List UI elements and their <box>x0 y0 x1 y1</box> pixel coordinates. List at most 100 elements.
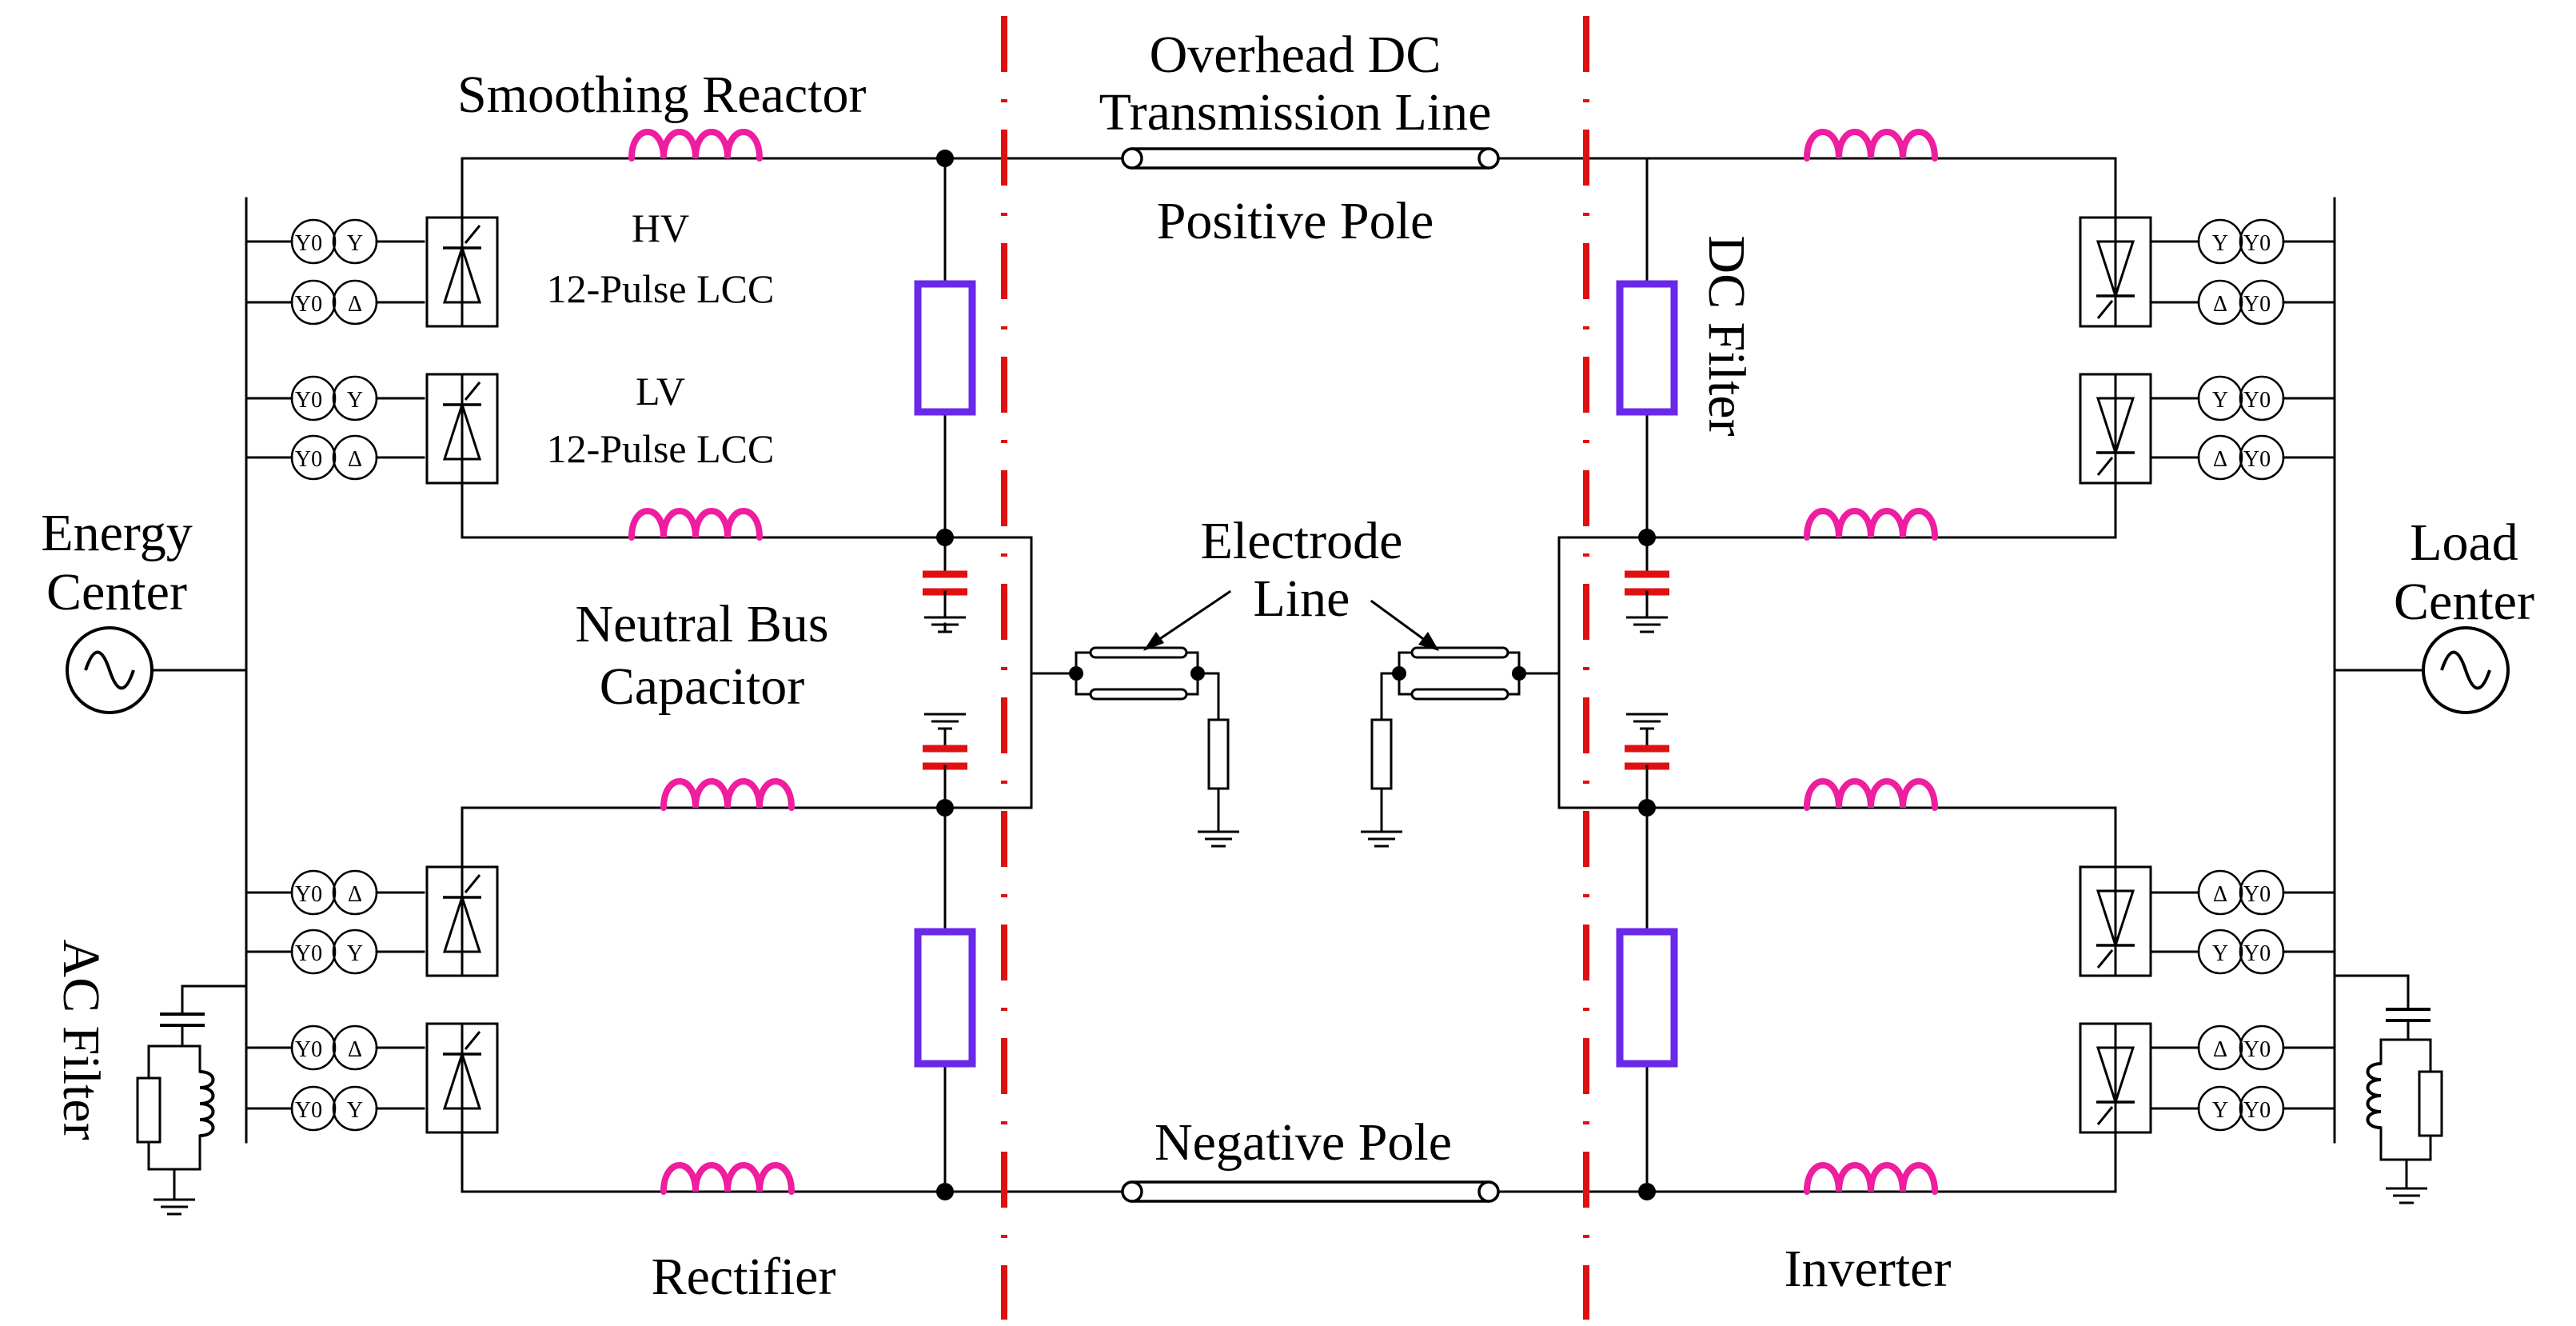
transformer-icon: Y Y0 <box>2149 929 2336 975</box>
svg-text:Δ: Δ <box>2213 1037 2227 1062</box>
overhead-line-label-2: Transmission Line <box>1099 83 1492 142</box>
smoothing-reactor-label: Smoothing Reactor <box>457 66 866 124</box>
transformer-icon: Δ Y0 <box>2149 279 2336 326</box>
transformer-icon: Y0 Y <box>245 1085 425 1132</box>
svg-text:Y: Y <box>2212 1098 2228 1123</box>
svg-text:Y: Y <box>2212 941 2228 966</box>
svg-text:Y0: Y0 <box>2243 941 2271 966</box>
transformer-icon: Y0 Δ <box>245 279 425 326</box>
smoothing-reactor-icon <box>1804 508 1938 541</box>
hv-lcc-label: 12-Pulse LCC <box>547 266 775 311</box>
positive-pole-line <box>1121 147 1500 170</box>
svg-text:Δ: Δ <box>348 447 362 472</box>
ground-icon <box>1625 616 1669 633</box>
thyristor-valve-icon <box>425 1022 499 1134</box>
transformer-icon: Y0 Δ <box>245 869 425 916</box>
load-center-label-2: Center <box>2394 573 2534 631</box>
svg-text:Δ: Δ <box>2213 292 2227 317</box>
electrode-line-inverter <box>1359 646 1561 848</box>
ground-icon <box>1196 830 1241 848</box>
negative-pole-line <box>1121 1180 1500 1203</box>
svg-text:Y0: Y0 <box>2243 882 2271 907</box>
transformer-icon: Y Y0 <box>2149 1085 2336 1132</box>
svg-text:Δ: Δ <box>348 1037 362 1062</box>
thyristor-valve-icon <box>425 216 499 328</box>
svg-text:Y0: Y0 <box>2243 1098 2271 1123</box>
smoothing-reactor-icon <box>660 1162 795 1195</box>
dc-filter-icon <box>1616 928 1678 1068</box>
thyristor-valve-icon <box>2079 373 2152 485</box>
ground-icon <box>1359 830 1404 848</box>
lv-label: LV <box>636 369 685 413</box>
electrode-line-label: Electrode <box>1201 512 1403 570</box>
transformer-icon: Y0 Δ <box>245 434 425 481</box>
thyristor-valve-icon <box>2079 1022 2152 1134</box>
ground-icon <box>1625 713 1669 730</box>
svg-text:Δ: Δ <box>348 882 362 907</box>
svg-text:Y: Y <box>2212 231 2228 256</box>
hv-label: HV <box>632 206 689 250</box>
rectifier-lower-converters: Y0 Δ Y0 Y Y0 Δ Y0 Y <box>245 806 499 1193</box>
lv-lcc-label: 12-Pulse LCC <box>547 426 775 471</box>
svg-text:Y0: Y0 <box>295 388 322 413</box>
svg-text:Y: Y <box>347 388 363 413</box>
dc-filter-icon <box>1616 280 1678 416</box>
ground-icon <box>923 713 967 730</box>
inverter-lower-converters: Δ Y0 Y Y0 Δ Y0 Y Y0 <box>2079 806 2336 1193</box>
svg-text:Y0: Y0 <box>2243 1037 2271 1062</box>
negative-pole-label: Negative Pole <box>1154 1113 1452 1172</box>
thyristor-valve-icon <box>2079 216 2152 328</box>
svg-text:Y0: Y0 <box>295 292 322 317</box>
thyristor-valve-icon <box>425 373 499 485</box>
dc-filter-icon <box>914 280 976 416</box>
svg-text:Δ: Δ <box>2213 882 2227 907</box>
svg-text:Y0: Y0 <box>295 447 322 472</box>
thyristor-valve-icon <box>2079 865 2152 977</box>
ac-filter-inverter <box>2333 974 2443 1204</box>
svg-text:Y: Y <box>347 1098 363 1123</box>
svg-text:Y: Y <box>2212 388 2228 413</box>
transformer-icon: Y Y0 <box>2149 218 2336 265</box>
smoothing-reactor-icon <box>628 508 763 541</box>
smoothing-reactor-icon <box>628 129 763 162</box>
transformer-icon: Y0 Y <box>245 375 425 421</box>
svg-text:Y: Y <box>347 941 363 966</box>
inverter-label: Inverter <box>1784 1240 1952 1298</box>
transformer-icon: Δ Y0 <box>2149 1024 2336 1071</box>
neutral-bus-capacitor-label: Neutral Bus <box>575 595 828 653</box>
neutral-bus-capacitor-label-2: Capacitor <box>600 657 805 716</box>
thyristor-valve-icon <box>425 865 499 977</box>
dc-filter-icon <box>914 928 976 1068</box>
svg-text:Y0: Y0 <box>295 1037 322 1062</box>
svg-text:Y0: Y0 <box>2243 447 2271 472</box>
transformer-icon: Y0 Y <box>245 929 425 975</box>
svg-text:Y0: Y0 <box>2243 292 2271 317</box>
transformer-icon: Δ Y0 <box>2149 869 2336 916</box>
dc-filter-label: DC Filter <box>1697 235 1756 436</box>
energy-center-label-2: Center <box>46 563 187 621</box>
rectifier-label: Rectifier <box>652 1248 836 1306</box>
electrode-line-label-2: Line <box>1254 569 1350 628</box>
smoothing-reactor-icon <box>1804 1162 1938 1195</box>
transformer-icon: Y0 Y <box>245 218 425 265</box>
positive-pole-label: Positive Pole <box>1157 192 1434 250</box>
svg-text:Y0: Y0 <box>2243 388 2271 413</box>
smoothing-reactor-icon <box>1804 129 1938 162</box>
inverter-upper-converters: Y Y0 Δ Y0 Y Y0 Δ Y0 <box>2079 157 2336 539</box>
ground-icon <box>152 1198 197 1216</box>
overhead-line-label: Overhead DC <box>1150 26 1442 84</box>
rectifier-upper-converters: Y0 Y Y0 Δ Y0 Y Y0 Δ <box>245 157 499 539</box>
svg-text:Y0: Y0 <box>295 941 322 966</box>
svg-text:Y0: Y0 <box>295 882 322 907</box>
ac-filter-rectifier <box>136 985 248 1216</box>
electrode-line-rectifier <box>1030 646 1241 848</box>
svg-text:Δ: Δ <box>348 292 362 317</box>
transformer-icon: Y0 Δ <box>245 1024 425 1071</box>
smoothing-reactor-icon <box>660 778 795 811</box>
transformer-icon: Y Y0 <box>2149 375 2336 421</box>
svg-text:Y0: Y0 <box>295 1098 322 1123</box>
energy-center-label: Energy <box>41 504 192 562</box>
smoothing-reactor-icon <box>1804 778 1938 811</box>
svg-text:Y0: Y0 <box>295 231 322 256</box>
